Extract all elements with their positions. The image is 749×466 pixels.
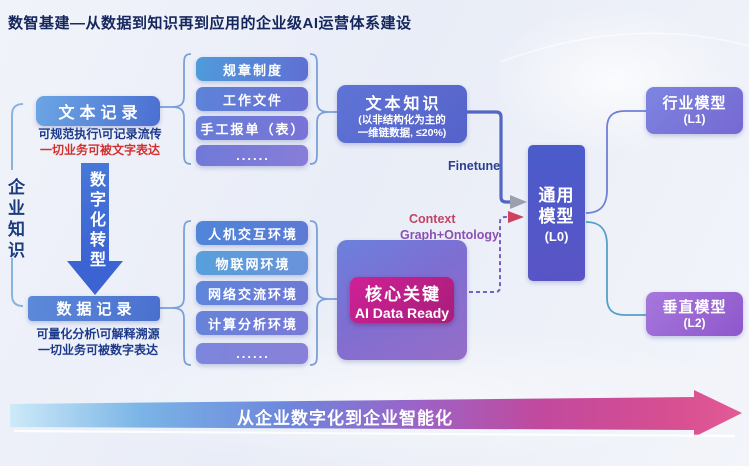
text-knowledge-title: 文本知识 [365, 96, 442, 113]
data-source-item: 计算分析环境 [196, 311, 308, 335]
arrow-head [67, 261, 123, 295]
vertical-model-label: 垂直模型 [662, 298, 727, 316]
digital-transform-label: 数字化转型 [87, 171, 104, 271]
data-source-item: 物联网环境 [196, 251, 308, 275]
context-label-line1: Context [409, 212, 456, 226]
data-source-item: ...... [196, 343, 308, 364]
text-source-item: 手工报单（表） [196, 116, 308, 140]
core-key-node: 核心关键 AI Data Ready [337, 240, 467, 360]
data-record-note-1: 可量化分析\可解释溯源 [36, 327, 160, 341]
text-source-item: 工作文件 [196, 87, 308, 111]
enterprise-knowledge-label: 企业知识 [5, 178, 24, 262]
page-title: 数智基建—从数据到知识再到应用的企业级AI运营体系建设 [8, 15, 412, 32]
general-model-line2: 模型 [538, 206, 575, 226]
text-record-node: 文本记录 [36, 96, 160, 126]
data-source-item: 人机交互环境 [196, 221, 308, 245]
context-ontology-label: Context Graph+Ontology [400, 211, 499, 243]
digital-transform-arrow: 数字化转型 [67, 163, 123, 295]
vertical-model-node: 垂直模型 (L2) [646, 292, 743, 336]
data-record-notes: 可量化分析\可解释溯源 一切业务可被数字表达 [18, 326, 178, 358]
text-record-note-1: 可规范执行\可记录流传 [38, 127, 162, 141]
core-key-title: 核心关键 [365, 284, 441, 304]
data-source-item: 网络交流环境 [196, 281, 308, 305]
context-label-line2: Graph+Ontology [400, 228, 499, 242]
general-model-level: (L0) [544, 228, 569, 244]
vertical-model-level: (L2) [683, 315, 706, 330]
text-source-item: 规章制度 [196, 57, 308, 81]
text-record-note-2: 一切业务可被文字表达 [39, 143, 160, 157]
text-knowledge-subtitle-2: 一维链数据, ≤20%) [357, 127, 447, 139]
ai-data-ready-pill: 核心关键 AI Data Ready [350, 277, 454, 323]
arrow-shaft [81, 163, 109, 263]
text-knowledge-node: 文本知识 (以非结构化为主的 一维链数据, ≤20%) [337, 85, 467, 143]
text-knowledge-subtitle-1: (以非结构化为主的 [358, 114, 446, 126]
core-key-subtitle: AI Data Ready [354, 304, 450, 321]
text-source-item: ...... [196, 145, 308, 166]
finetune-label: Finetune [448, 159, 501, 173]
industry-model-level: (L1) [683, 112, 706, 126]
data-record-node: 数据记录 [28, 296, 160, 321]
data-record-note-2: 一切业务可被数字表达 [37, 343, 158, 357]
general-model-node: 通用 模型 (L0) [528, 145, 585, 281]
bottom-arrow-label: 从企业数字化到企业智能化 [237, 409, 453, 428]
text-record-notes: 可规范执行\可记录流传 一切业务可被文字表达 [20, 126, 180, 158]
general-model-line1: 通用 [538, 185, 575, 205]
industry-model-label: 行业模型 [662, 95, 727, 112]
industry-model-node: 行业模型 (L1) [646, 87, 743, 134]
